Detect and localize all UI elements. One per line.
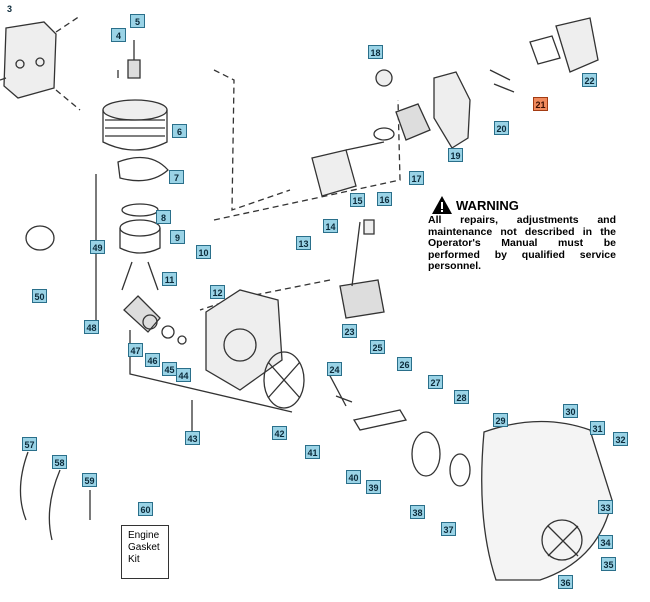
callout-9[interactable]: 9: [170, 230, 185, 244]
callout-4[interactable]: 4: [111, 28, 126, 42]
filter-part: [529, 35, 561, 65]
callout-47[interactable]: 47: [128, 343, 143, 357]
callout-57[interactable]: 57: [22, 437, 37, 451]
starter-housing-part: [481, 420, 613, 581]
callout-40[interactable]: 40: [346, 470, 361, 484]
callout-37[interactable]: 37: [441, 522, 456, 536]
carb-body-part: [395, 103, 431, 141]
callout-25[interactable]: 25: [370, 340, 385, 354]
callout-59[interactable]: 59: [82, 473, 97, 487]
callout-38[interactable]: 38: [410, 505, 425, 519]
muffler-part: [0, 21, 57, 99]
callout-13[interactable]: 13: [296, 236, 311, 250]
callout-32[interactable]: 32: [613, 432, 628, 446]
spark-plug-part: [117, 40, 141, 79]
callout-29[interactable]: 29: [493, 413, 508, 427]
callout-5[interactable]: 5: [130, 14, 145, 28]
kit-line-1: Engine: [128, 530, 160, 541]
callout-44[interactable]: 44: [176, 368, 191, 382]
flywheel-part: [263, 351, 305, 409]
engine-gasket-kit-box[interactable]: Engine Gasket Kit: [121, 525, 169, 579]
kit-line-2: Gasket: [128, 542, 160, 553]
callout-3[interactable]: 3: [6, 4, 12, 14]
callout-18[interactable]: 18: [368, 45, 383, 59]
callout-39[interactable]: 39: [366, 480, 381, 494]
callout-27[interactable]: 27: [428, 375, 443, 389]
callout-58[interactable]: 58: [52, 455, 67, 469]
callout-10[interactable]: 10: [196, 245, 211, 259]
callout-28[interactable]: 28: [454, 390, 469, 404]
crankcase-part: [205, 289, 283, 391]
o-ring-part: [25, 225, 55, 251]
ignition-coil-part: [339, 219, 385, 319]
callout-46[interactable]: 46: [145, 353, 160, 367]
crankshaft-part: [123, 295, 161, 333]
callout-14[interactable]: 14: [323, 219, 338, 233]
warning-title: WARNING: [428, 198, 616, 213]
callout-7[interactable]: 7: [169, 170, 184, 184]
cylinder-gasket-part: [117, 156, 169, 182]
carburetor-part: [311, 141, 385, 197]
kit-line-3: Kit: [128, 554, 140, 565]
callout-6[interactable]: 6: [172, 124, 187, 138]
callout-41[interactable]: 41: [305, 445, 320, 459]
callout-8[interactable]: 8: [156, 210, 171, 224]
callout-49[interactable]: 49: [90, 240, 105, 254]
callout-16[interactable]: 16: [377, 192, 392, 206]
piston-part: [119, 203, 161, 291]
callout-21[interactable]: 21: [533, 97, 548, 111]
callout-19[interactable]: 19: [448, 148, 463, 162]
callout-30[interactable]: 30: [563, 404, 578, 418]
callout-42[interactable]: 42: [272, 426, 287, 440]
callout-34[interactable]: 34: [598, 535, 613, 549]
warning-heading: WARNING: [456, 198, 519, 213]
callout-17[interactable]: 17: [409, 171, 424, 185]
callout-26[interactable]: 26: [397, 357, 412, 371]
air-filter-part: [433, 71, 471, 149]
callout-15[interactable]: 15: [350, 193, 365, 207]
callout-35[interactable]: 35: [601, 557, 616, 571]
callout-31[interactable]: 31: [590, 421, 605, 435]
callout-24[interactable]: 24: [327, 362, 342, 376]
callout-11[interactable]: 11: [162, 272, 177, 286]
warning-body: All repairs, adjustments and maintenance…: [428, 214, 616, 272]
callout-60[interactable]: 60: [138, 502, 153, 516]
warning-notice: WARNING All repairs, adjustments and mai…: [428, 198, 616, 273]
callout-33[interactable]: 33: [598, 500, 613, 514]
callout-20[interactable]: 20: [494, 121, 509, 135]
callout-22[interactable]: 22: [582, 73, 597, 87]
callout-23[interactable]: 23: [342, 324, 357, 338]
pulley-part: [411, 431, 441, 477]
callout-43[interactable]: 43: [185, 431, 200, 445]
cover-part: [555, 17, 599, 73]
callout-50[interactable]: 50: [32, 289, 47, 303]
cylinder-part: [102, 99, 168, 151]
callout-36[interactable]: 36: [558, 575, 573, 589]
callout-12[interactable]: 12: [210, 285, 225, 299]
callout-48[interactable]: 48: [84, 320, 99, 334]
warning-triangle-icon: [432, 196, 452, 214]
callout-45[interactable]: 45: [162, 362, 177, 376]
bearing-part: [142, 314, 158, 330]
